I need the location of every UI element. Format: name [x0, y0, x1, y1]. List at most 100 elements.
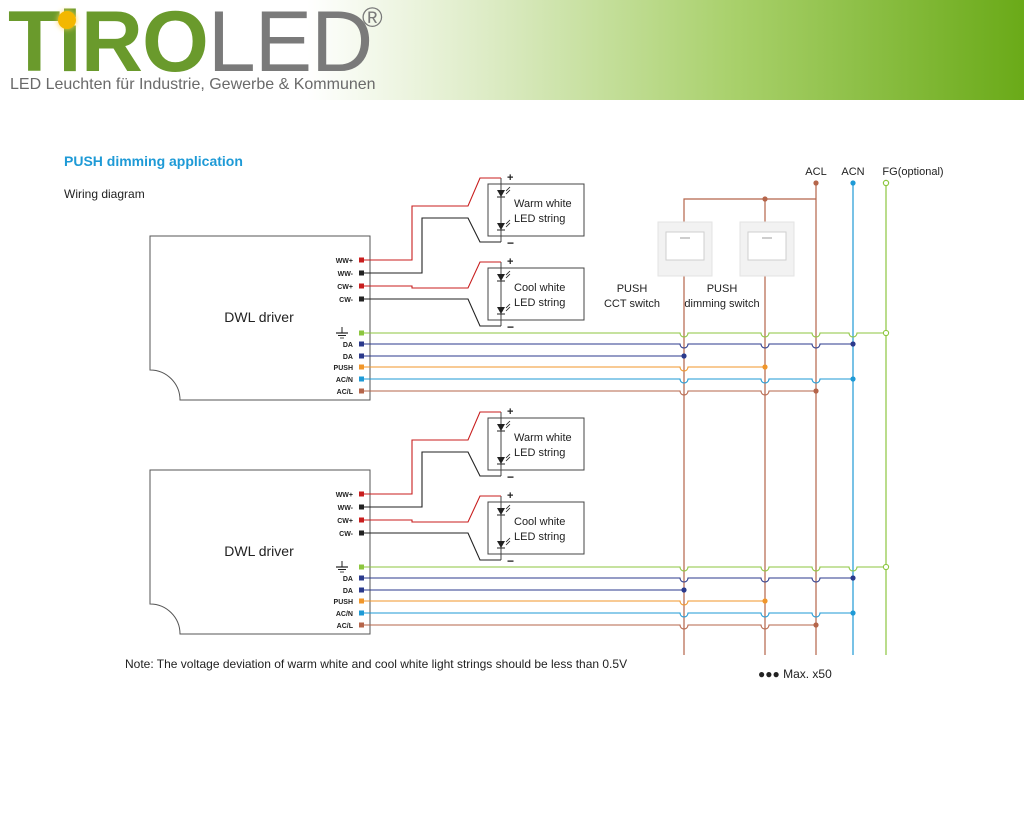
pin-label: AC/N — [336, 611, 353, 618]
driver-box — [149, 235, 371, 401]
pin-label: WW- — [338, 271, 354, 278]
pin-9 — [359, 622, 364, 628]
led-icon-ray — [505, 537, 511, 543]
pin-label: CW- — [339, 531, 354, 538]
bus-label-acl: ACL — [805, 166, 826, 178]
driver-label: DWL driver — [224, 309, 294, 325]
pin-label: DA — [343, 576, 353, 583]
pin-label: PUSH — [334, 365, 353, 372]
plus-sign: + — [507, 256, 513, 268]
plus-sign: + — [507, 490, 513, 502]
pin-7 — [359, 364, 364, 370]
led-icon-ray2 — [505, 306, 511, 312]
led-icon — [497, 424, 505, 431]
pin-7 — [359, 598, 364, 604]
pin-5 — [359, 575, 364, 581]
signal-junction-0 — [882, 563, 890, 571]
logo: TiROLED — [8, 0, 373, 90]
plus-sign: + — [507, 406, 513, 418]
fg-terminal — [882, 179, 890, 187]
pin-6 — [359, 353, 364, 359]
led-icon-ray — [505, 420, 511, 426]
pin-label: AC/L — [337, 389, 354, 396]
switch-dim-label-1: PUSH — [707, 283, 738, 295]
switches: PUSH CCT switch PUSH dimming switch — [604, 221, 795, 310]
led-wire-3 — [364, 532, 501, 561]
pin-6 — [359, 587, 364, 593]
signal-junction-1 — [850, 575, 856, 581]
pin-label: CW+ — [337, 518, 353, 525]
pin-5 — [359, 341, 364, 347]
led-icon-ray — [505, 303, 511, 309]
led-icon-ray2 — [505, 456, 511, 462]
signal-line-0 — [364, 332, 886, 338]
warm-white-led-string-label-1: Warm white — [514, 432, 572, 444]
pin-label: DA — [343, 342, 353, 349]
cool-white-led-string-label-1: Cool white — [514, 282, 565, 294]
pin-3 — [359, 530, 364, 536]
header-banner: TiROLED ® LED Leuchten für Industrie, Ge… — [0, 0, 1024, 100]
diagram-title: PUSH dimming application — [64, 153, 243, 169]
warm-white-led-string-label-2: LED string — [514, 447, 565, 459]
pin-label: PUSH — [334, 599, 353, 606]
pin-8 — [359, 610, 364, 616]
led-icon-ray2 — [505, 540, 511, 546]
signal-line-4 — [364, 378, 853, 384]
led-icon — [497, 190, 505, 197]
warm-white-led-string-label-1: Warm white — [514, 198, 572, 210]
led-wire-2 — [364, 495, 501, 523]
signal-junction-4 — [850, 376, 856, 382]
acn-terminal — [850, 180, 856, 186]
acl-terminal — [813, 180, 819, 186]
junction-dot — [762, 196, 768, 202]
signal-junction-0 — [882, 329, 890, 337]
warm-white-led-string — [487, 417, 585, 471]
pin-0 — [359, 491, 364, 497]
tagline: LED Leuchten für Industrie, Gewerbe & Ko… — [10, 76, 376, 93]
switch-cct-label-1: PUSH — [617, 283, 648, 295]
bus-label-acn: ACN — [841, 166, 864, 178]
led-wire-1 — [364, 217, 501, 274]
led-icon-ray — [505, 504, 511, 510]
pin-label: CW- — [339, 297, 354, 304]
pin-0 — [359, 257, 364, 263]
push-dimming-switch-rocker — [747, 231, 787, 261]
switch-dim-label-2: dimming switch — [684, 298, 759, 310]
minus-sign: − — [507, 236, 514, 250]
pin-1 — [359, 504, 364, 510]
led-icon-ray2 — [505, 189, 511, 195]
minus-sign: − — [507, 554, 514, 568]
signal-line-4 — [364, 612, 853, 618]
driver-box — [149, 469, 371, 635]
led-icon-ray2 — [505, 273, 511, 279]
driver-unit-2: DWL driverWW+WW-CW+CW-DADAPUSHAC/NAC/LWa… — [149, 406, 890, 635]
switch1-feed-line — [683, 198, 816, 655]
switch-cct-label-2: CCT switch — [604, 298, 660, 310]
cool-white-led-string-label-1: Cool white — [514, 516, 565, 528]
led-wire-3 — [364, 298, 501, 327]
led-icon — [497, 223, 505, 230]
led-icon-ray — [505, 270, 511, 276]
pin-2 — [359, 283, 364, 289]
signal-junction-1 — [850, 341, 856, 347]
pin-label: DA — [343, 588, 353, 595]
pin-label: WW+ — [336, 258, 353, 265]
led-wire-1 — [364, 451, 501, 508]
signal-line-3 — [364, 600, 765, 606]
led-icon — [497, 541, 505, 548]
signal-junction-2 — [681, 587, 687, 593]
pin-3 — [359, 296, 364, 302]
signal-line-0 — [364, 566, 886, 572]
pin-8 — [359, 376, 364, 382]
led-icon-ray2 — [505, 222, 511, 228]
led-wire-0 — [364, 411, 501, 495]
signal-line-1 — [364, 343, 853, 349]
signal-junction-2 — [681, 353, 687, 359]
cool-white-led-string — [487, 501, 585, 555]
led-wire-0 — [364, 177, 501, 261]
bus-label-fg: FG(optional) — [882, 166, 943, 178]
led-icon-ray2 — [505, 423, 511, 429]
led-icon — [497, 274, 505, 281]
pin-4 — [359, 330, 364, 336]
led-icon — [497, 307, 505, 314]
